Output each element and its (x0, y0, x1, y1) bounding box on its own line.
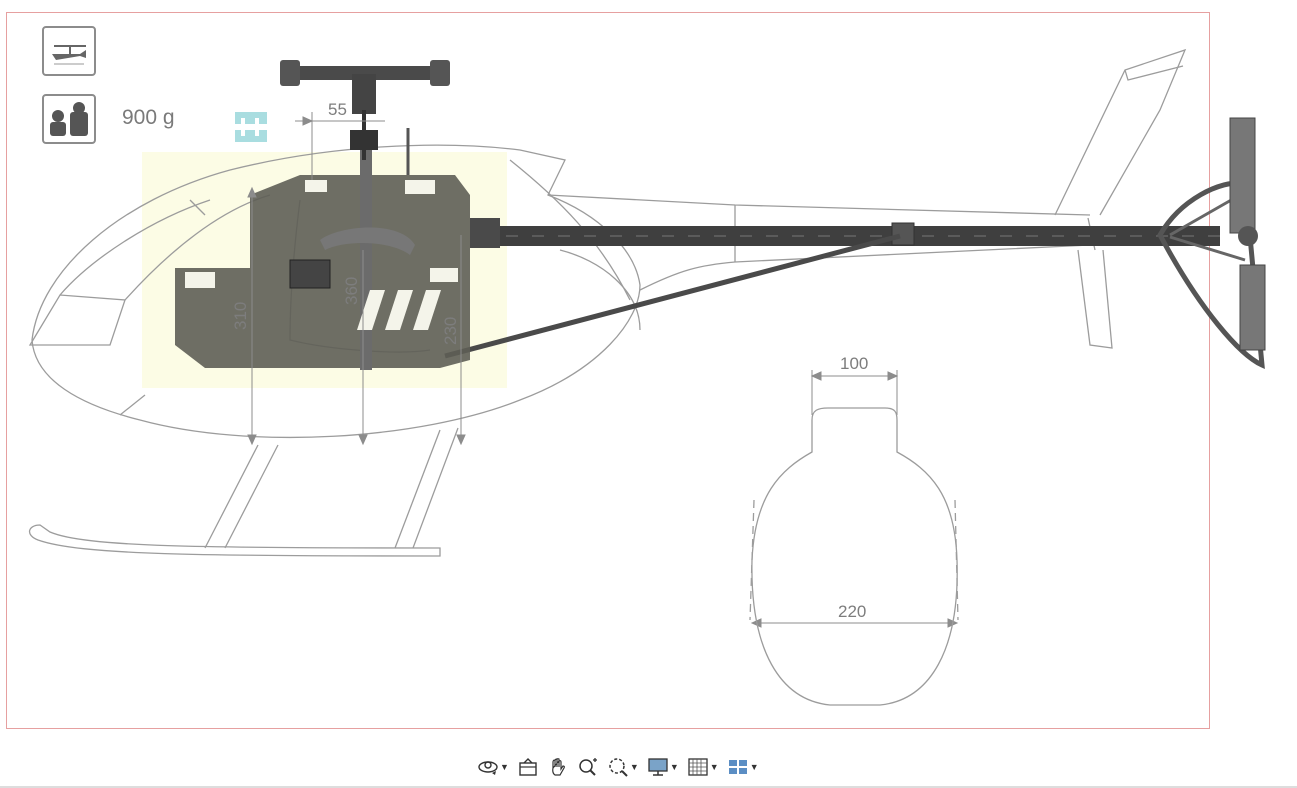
dimension-310: 310 (231, 302, 250, 330)
home-view-icon (519, 758, 537, 776)
dimension-100: 100 (840, 354, 868, 373)
dimension-lines (247, 112, 959, 628)
dimension-55: 55 (328, 100, 347, 119)
orbit-dropdown-caret[interactable]: ▼ (500, 762, 509, 772)
zoom-window-button[interactable]: ▼ (605, 754, 641, 780)
grid-button[interactable]: ▼ (685, 754, 721, 780)
display-dropdown-caret[interactable]: ▼ (669, 762, 679, 772)
tail-boom (444, 222, 1220, 359)
bottom-border (0, 786, 1297, 788)
display-icon (648, 758, 668, 776)
main-rotor-head (280, 60, 450, 160)
tail-rotor (1157, 117, 1266, 370)
display-button[interactable]: ▼ (645, 754, 681, 780)
dimension-230: 230 (441, 317, 460, 345)
dimension-220: 220 (838, 602, 866, 621)
zoom-icon (579, 758, 597, 776)
zoom-button[interactable] (575, 754, 601, 780)
weight-value: 900 g (122, 106, 175, 129)
layout-button[interactable]: ▼ (725, 754, 761, 780)
orbit-button[interactable]: ▼ (475, 754, 511, 780)
zoom-window-icon (609, 758, 628, 777)
frame-icon[interactable] (233, 108, 269, 146)
layout-dropdown-caret[interactable]: ▼ (749, 762, 759, 772)
orbit-icon (478, 761, 498, 775)
dimension-360: 360 (342, 277, 361, 305)
grid-icon (688, 758, 708, 776)
helicopter-view-icon[interactable] (42, 26, 96, 76)
weights-icon[interactable] (42, 94, 96, 144)
canopy-cross-section (749, 407, 959, 706)
view-toolbar: ▼ ▼ ▼ (475, 752, 761, 782)
pan-icon (552, 758, 565, 776)
zoom-dropdown-caret[interactable]: ▼ (629, 762, 639, 772)
heli-frame (175, 128, 500, 370)
grid-dropdown-caret[interactable]: ▼ (709, 762, 719, 772)
layout-icon (728, 760, 747, 774)
pan-button[interactable] (545, 754, 571, 780)
home-view-button[interactable] (515, 754, 541, 780)
helicopter-drawing: 55 310 360 230 100 220 (28, 48, 1266, 706)
